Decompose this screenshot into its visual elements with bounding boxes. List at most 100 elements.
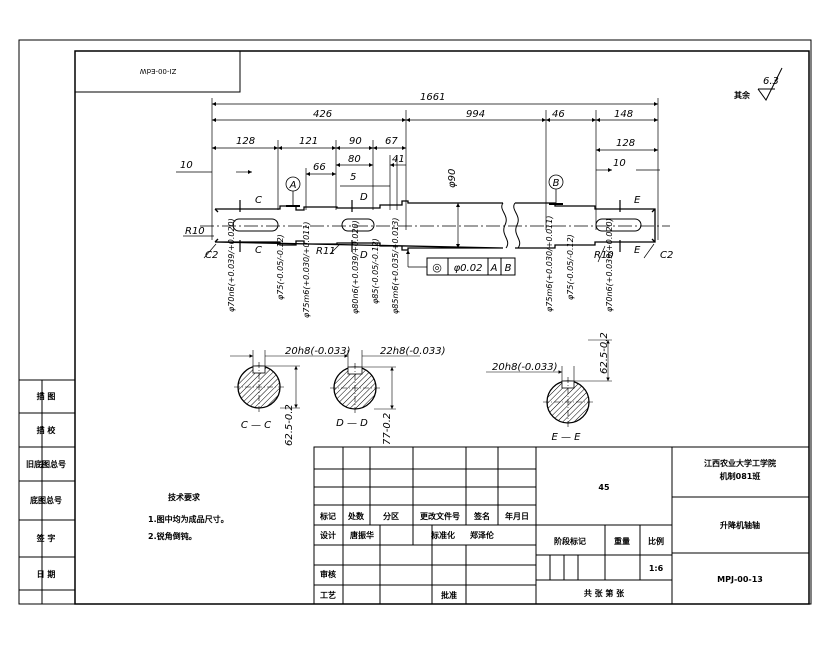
- svg-text:φ70n6(+0.039/+0.020): φ70n6(+0.039/+0.020): [227, 218, 236, 312]
- svg-text:升降机轴轴: 升降机轴轴: [720, 520, 760, 530]
- svg-text:20h8(-0.033): 20h8(-0.033): [492, 362, 557, 373]
- dim-128-left: 128: [236, 136, 255, 147]
- svg-text:MPJ-00-13: MPJ-00-13: [717, 575, 763, 584]
- svg-text:技术要求: 技术要求: [168, 492, 201, 502]
- svg-text:更改文件号: 更改文件号: [420, 511, 460, 521]
- svg-text:批准: 批准: [441, 590, 457, 600]
- svg-text:2.锐角倒钝。: 2.锐角倒钝。: [148, 531, 197, 541]
- dim-128-right: 128: [616, 138, 635, 149]
- svg-text:工艺: 工艺: [320, 590, 336, 600]
- svg-text:φ85m6(+0.035/+0.013): φ85m6(+0.035/+0.013): [391, 218, 400, 315]
- side-label-4: 签 字: [36, 533, 56, 543]
- svg-text:分区: 分区: [383, 511, 399, 521]
- svg-text:φ85(-0.05/-0.12): φ85(-0.05/-0.12): [371, 238, 380, 304]
- dim-994: 994: [466, 109, 485, 120]
- roughness-symbol: 其余 6.3: [734, 67, 783, 101]
- svg-text:标准化: 标准化: [430, 530, 455, 540]
- keyway-d: [341, 218, 375, 232]
- svg-text:1:6: 1:6: [649, 564, 664, 573]
- svg-text:77-0.2: 77-0.2: [382, 413, 393, 445]
- svg-text:审核: 审核: [320, 569, 336, 579]
- tolerance-frame: ◎ φ0.02 A B: [405, 250, 516, 276]
- svg-text:B: B: [505, 263, 512, 274]
- svg-text:◎: ◎: [432, 261, 442, 274]
- title-block-text: 标记 处数 分区 更改文件号 签名 年月日 设计 唐振华 标准化 郑泽伦 审核 …: [319, 458, 776, 600]
- svg-text:比例: 比例: [648, 536, 664, 546]
- dim-426: 426: [313, 109, 332, 120]
- technical-requirements: 技术要求 1.图中均为成品尺寸。 2.锐角倒钝。: [148, 492, 229, 541]
- svg-text:20h8(-0.033): 20h8(-0.033): [285, 346, 350, 357]
- svg-text:处数: 处数: [347, 511, 365, 521]
- svg-text:重量: 重量: [614, 536, 630, 546]
- dim-overall: 1661: [420, 92, 445, 103]
- svg-text:阶段标记: 阶段标记: [554, 536, 586, 546]
- dim-66: 66: [313, 162, 326, 173]
- svg-text:φ80n6(+0.039/+0.020): φ80n6(+0.039/+0.020): [351, 220, 360, 314]
- svg-text:62.5-0.2: 62.5-0.2: [284, 404, 295, 446]
- section-ee: 20h8(-0.033) 62.5-0.2 E — E: [486, 332, 612, 443]
- svg-text:年月日: 年月日: [505, 511, 529, 521]
- svg-text:B: B: [553, 178, 560, 189]
- svg-text:6.3: 6.3: [763, 76, 779, 87]
- datum-b: B: [548, 174, 564, 205]
- datum-a: A: [285, 176, 301, 207]
- section-mark-e-top: E: [634, 195, 641, 206]
- dim-10-left: 10: [180, 160, 193, 171]
- svg-text:唐振华: 唐振华: [350, 530, 374, 540]
- side-label-2: 旧底图总号: [26, 459, 66, 469]
- svg-text:φ0.02: φ0.02: [454, 263, 483, 274]
- section-mark-e-bot: E: [634, 245, 641, 256]
- svg-text:φ75m6(+0.030/+0.011): φ75m6(+0.030/+0.011): [545, 216, 554, 313]
- svg-text:1.图中均为成品尺寸。: 1.图中均为成品尺寸。: [148, 514, 229, 524]
- dimension-lines: [176, 98, 660, 263]
- svg-text:22h8(-0.033): 22h8(-0.033): [380, 346, 445, 357]
- section-dd: 22h8(-0.033) 77-0.2 D — D: [330, 346, 445, 445]
- svg-text:C — C: C — C: [241, 420, 271, 431]
- svg-text:φ70n6(+0.039/+0.020): φ70n6(+0.039/+0.020): [605, 218, 614, 312]
- svg-text:ZI-00-EdW: ZI-00-EdW: [140, 67, 177, 75]
- section-cc: 20h8(-0.033) 62.5-0.2 C — C: [230, 346, 350, 446]
- dim-80: 80: [348, 154, 361, 165]
- svg-text:E — E: E — E: [552, 432, 582, 443]
- dim-46: 46: [552, 109, 565, 120]
- side-label-1: 描 校: [37, 425, 57, 435]
- title-block-grid: [313, 446, 810, 605]
- keyway-e: [595, 218, 642, 232]
- dim-c2-right: C2: [660, 250, 673, 261]
- dim-121: 121: [299, 136, 318, 147]
- svg-text:标记: 标记: [319, 511, 336, 521]
- svg-text:62.5-0.2: 62.5-0.2: [599, 332, 610, 374]
- svg-text:φ75(-0.05/-0.12): φ75(-0.05/-0.12): [566, 234, 575, 300]
- outer-border: [18, 39, 812, 605]
- dim-r10-left: R10: [185, 226, 205, 237]
- side-label-3: 底图总号: [29, 495, 62, 505]
- svg-text:A: A: [490, 263, 498, 274]
- diameter-labels: φ70n6(+0.039/+0.020) φ75(-0.05/-0.12) φ7…: [227, 216, 614, 319]
- svg-text:郑泽伦: 郑泽伦: [470, 530, 495, 540]
- section-mark-d-top: D: [360, 192, 368, 203]
- dim-r10-right: R10: [594, 250, 614, 261]
- svg-text:D — D: D — D: [336, 418, 368, 429]
- section-mark-c-bot: C: [255, 245, 262, 256]
- dim-90: 90: [349, 136, 362, 147]
- svg-text:其余: 其余: [734, 90, 751, 100]
- dim-phi90: φ90: [447, 169, 458, 188]
- side-label-5: 日 期: [37, 569, 56, 579]
- side-label-0: 描 图: [37, 391, 56, 401]
- svg-text:φ75(-0.05/-0.12): φ75(-0.05/-0.12): [276, 234, 285, 300]
- dim-c2-left: C2: [205, 250, 218, 261]
- svg-text:江西农业大学工学院: 江西农业大学工学院: [704, 458, 776, 468]
- svg-text:共 张 第 张: 共 张 第 张: [584, 588, 625, 598]
- dim-41: 41: [392, 154, 405, 165]
- section-mark-c-top: C: [255, 195, 262, 206]
- section-mark-d-bot: D: [360, 250, 368, 261]
- dim-5: 5: [350, 172, 356, 183]
- dim-10-right: 10: [613, 158, 626, 169]
- svg-text:机制081班: 机制081班: [720, 471, 761, 481]
- svg-text:设计: 设计: [320, 530, 336, 540]
- keyway-c: [232, 218, 279, 232]
- dim-67: 67: [385, 136, 398, 147]
- dim-148: 148: [614, 109, 633, 120]
- svg-text:签名: 签名: [473, 511, 490, 521]
